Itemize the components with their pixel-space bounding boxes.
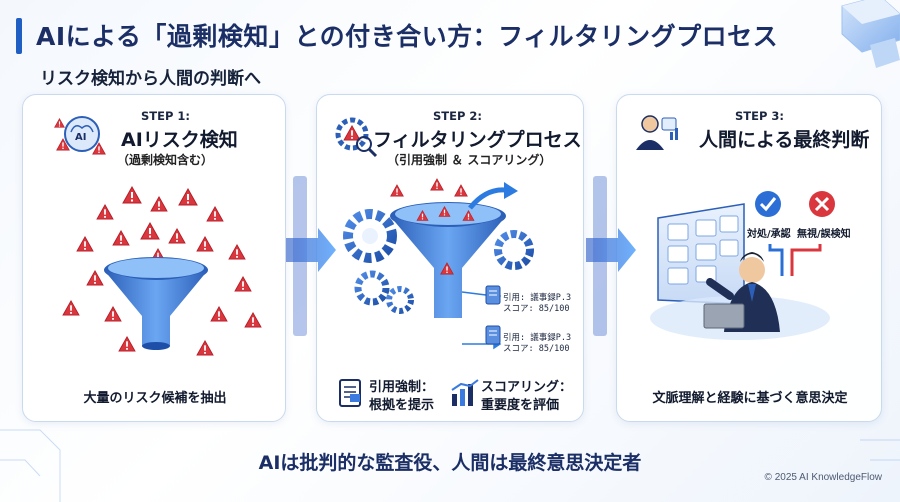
page-subtitle: リスク検知から人間の判断へ [40,69,261,89]
step-1-caption: 大量のリスク候補を抽出 [83,391,227,406]
step-1-title: AIリスク検知 [121,129,238,151]
step-2-label: STEP 2: [433,109,483,123]
feature-citation: 引用強制： 根拠を提示 [369,379,434,415]
step-1-label: STEP 1: [141,109,191,123]
feature-scoring-line1: スコアリング： [481,380,573,395]
title-accent-bar [16,18,22,54]
feature-scoring: スコアリング： 重要度を評価 [481,379,572,415]
citation-note-1: 引用: 議事録P.3 スコア: 85/100 [503,293,571,315]
feature-citation-line1: 引用強制： [369,380,435,395]
bottom-message: AIは批判的な監査役、人間は最終意思決定者 [258,452,642,474]
step-2-subtitle: （引用強制 ＆ スコアリング） [387,153,552,167]
citation-note-1-line2: スコア: 85/100 [503,304,570,314]
step-2-title: フィルタリングプロセス [373,129,582,151]
copyright-text: © 2025 AI KnowledgeFlow [764,472,882,483]
citation-note-1-line1: 引用: 議事録P.3 [503,293,572,303]
decision-ignore-label: 無視/誤検知 [797,229,851,240]
step-1-subtitle: （過剰検知含む） [117,153,214,167]
feature-citation-line2: 根拠を提示 [369,398,435,413]
step-3-panel: STEP 3: 人間による最終判断 対処/承認 無視/誤検知 文脈理解と経験に基… [616,94,882,422]
feature-scoring-line2: 重要度を評価 [481,398,560,413]
step-2-panel: STEP 2: フィルタリングプロセス （引用強制 ＆ スコアリング） 引用: … [316,94,584,422]
citation-note-2-line1: 引用: 議事録P.3 [503,333,572,343]
decision-approve-label: 対処/承認 [747,229,791,240]
step-3-label: STEP 3: [735,109,785,123]
page-title: AIによる「過剰検知」との付き合い方：フィルタリングプロセス [36,22,779,51]
step-3-title: 人間による最終判断 [699,129,870,151]
step-1-panel: STEP 1: AIリスク検知 （過剰検知含む） 大量のリスク候補を抽出 [22,94,286,422]
citation-note-2: 引用: 議事録P.3 スコア: 85/100 [503,333,571,355]
citation-note-2-line2: スコア: 85/100 [503,344,570,354]
step-3-caption: 文脈理解と経験に基づく意思決定 [652,391,848,406]
